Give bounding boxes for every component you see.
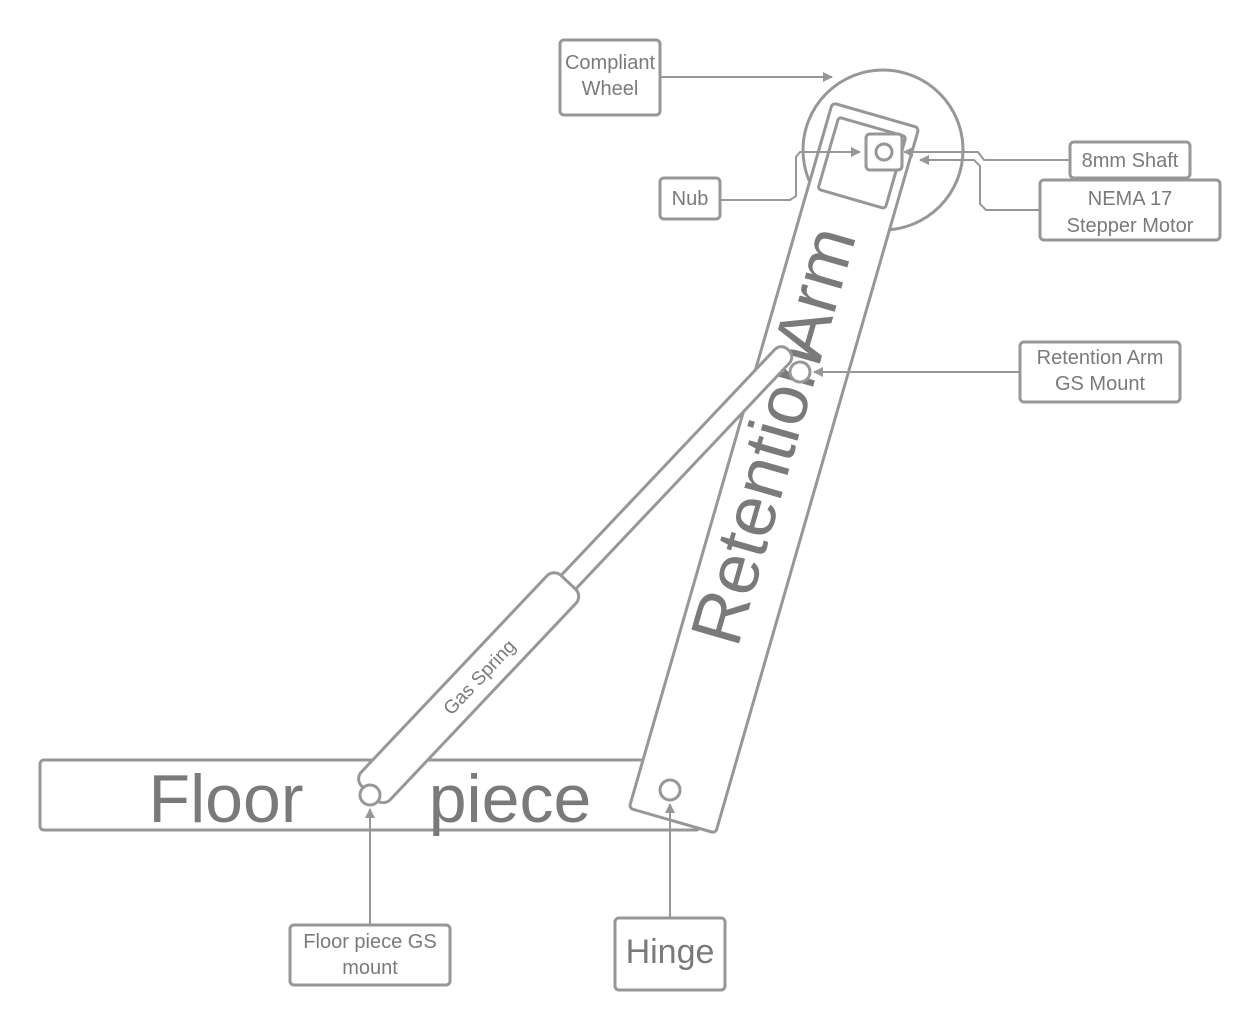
hinge-point — [658, 778, 682, 802]
svg-text:GS Mount: GS Mount — [1055, 373, 1145, 395]
svg-text:Compliant: Compliant — [565, 52, 655, 74]
nub-connector — [720, 147, 861, 201]
svg-text:Hinge: Hinge — [626, 933, 715, 971]
floor-piece-label-1: Floor — [149, 761, 304, 837]
svg-text:Wheel: Wheel — [582, 78, 639, 100]
svg-text:NEMA 17: NEMA 17 — [1088, 188, 1172, 210]
callout-nub: Nub — [658, 176, 722, 221]
shaft-connector — [903, 147, 1070, 161]
callout-8mm-shaft: 8mm Shaft — [1068, 140, 1192, 180]
svg-text:Retention Arm: Retention Arm — [1037, 347, 1164, 369]
svg-text:mount: mount — [342, 957, 398, 979]
svg-text:Stepper Motor: Stepper Motor — [1067, 215, 1194, 237]
callout-stepper-motor: NEMA 17 Stepper Motor — [1038, 178, 1222, 242]
motor-connector — [919, 155, 1040, 211]
retention-arm-gs-mount-point — [788, 360, 812, 384]
svg-text:Floor piece GS: Floor piece GS — [303, 931, 436, 953]
callout-floor-piece-gs-mount: Floor piece GS mount — [288, 923, 452, 987]
svg-text:Nub: Nub — [672, 188, 709, 210]
callout-retention-arm-gs-mount: Retention Arm GS Mount — [1018, 340, 1182, 404]
shaft — [874, 142, 894, 162]
callout-compliant-wheel: Compliant Wheel — [558, 38, 662, 117]
gas-spring: Gas Spring — [357, 345, 794, 805]
floor-piece-gs-mount-point — [358, 783, 382, 807]
svg-text:8mm Shaft: 8mm Shaft — [1082, 150, 1179, 172]
floor-piece-label-2: piece — [429, 761, 592, 837]
callout-hinge: Hinge — [613, 916, 727, 992]
